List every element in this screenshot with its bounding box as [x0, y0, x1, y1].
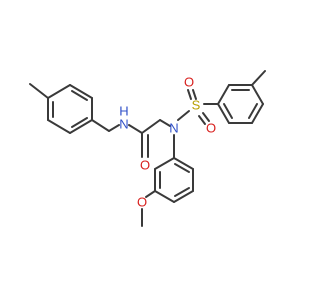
- bond-methyl-left: [29, 83, 49, 99]
- bond-benzyl-n: [108, 124, 120, 132]
- bond-s-o-bottom-double: [202, 112, 210, 122]
- bond-ch2-n: [159, 119, 171, 127]
- bond-ring-left-inner: [71, 90, 88, 101]
- atom-label-h-amide: H: [119, 104, 128, 119]
- atom-label-o-sulfonyl-top: O: [184, 75, 194, 90]
- bond-s-o-bottom: [198, 115, 206, 125]
- bond-ring-right-inner: [223, 103, 233, 119]
- bond-ring-o-ether: [145, 190, 156, 198]
- bond-ring-left: [69, 119, 93, 134]
- bond-amide-n-c: [128, 124, 143, 134]
- bond-benzyl: [91, 119, 110, 132]
- bond-ring-left: [69, 84, 93, 99]
- bond-s-o-top-double: [192, 89, 197, 100]
- bond-ring-left-inner: [71, 117, 88, 128]
- atom-label-o-carbonyl: O: [140, 158, 150, 173]
- bond-ring-bottom: [173, 157, 194, 170]
- bond-ring-right: [217, 84, 230, 105]
- atom-label-layer: N H O N S O O O: [119, 75, 216, 210]
- molecule-structure-diagram: N H O N S O O O: [29, 70, 266, 227]
- atom-label-s-sulfonyl: S: [192, 98, 201, 113]
- bond-c-ch2: [141, 119, 161, 134]
- atom-label-o-ether: O: [137, 195, 147, 210]
- bond-ring-right: [251, 84, 264, 105]
- bond-ring-right: [217, 103, 230, 124]
- bond-s-o-top: [187, 89, 192, 100]
- bond-ring-bottom: [173, 190, 194, 203]
- bond-ring-bottom-inner: [174, 187, 190, 197]
- bond-layer: [29, 70, 266, 227]
- bond-ring-right-inner: [248, 103, 258, 119]
- bond-n-s: [177, 110, 190, 121]
- bond-ring-right: [251, 103, 264, 124]
- bond-methyl-right: [251, 70, 266, 86]
- bond-ring-left: [47, 84, 71, 99]
- atom-label-n-amide: N: [119, 117, 128, 132]
- atom-label-n-sulfonamide: N: [169, 121, 178, 136]
- bond-ring-left: [47, 119, 71, 134]
- bond-ring-bottom: [154, 190, 175, 203]
- bond-ring-bottom-inner: [174, 163, 190, 173]
- bond-ring-bottom: [154, 157, 175, 170]
- atom-label-o-sulfonyl-bottom: O: [206, 121, 216, 136]
